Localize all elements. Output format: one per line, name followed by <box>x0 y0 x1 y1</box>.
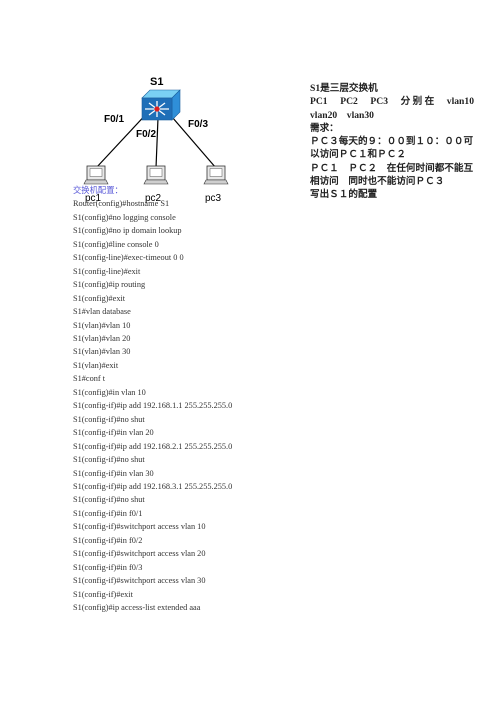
notes-respectively: 分 别 在 <box>400 96 435 108</box>
config-command-line: S1(vlan)#vlan 10 <box>73 320 131 330</box>
port-label-f0-3: F0/3 <box>188 119 208 130</box>
notes-line-7: ＰＣ１ ＰＣ２ 在任何时间都不能互 <box>310 162 474 174</box>
config-command-line: S1(config-if)#switchport access vlan 20 <box>73 549 206 559</box>
config-command-line: S1(config-if)#no shut <box>73 414 145 424</box>
config-command-line: S1(config-line)#exec-timeout 0 0 <box>73 253 184 263</box>
notes-line-2: PC1 PC2 PC3 分 别 在 vlan10 <box>310 95 474 108</box>
notes-line-8: 相访问 同时也不能访问ＰＣ３ <box>310 176 445 188</box>
pc3-label: pc3 <box>205 193 222 204</box>
config-heading: 交换机配置： <box>73 186 123 195</box>
config-command-line: S1#vlan database <box>73 307 131 317</box>
pc2-label: pc2 <box>145 193 162 204</box>
config-command-line: S1(config-if)#switchport access vlan 30 <box>73 576 206 586</box>
notes-line-6: 以访问ＰＣ１和ＰＣ２ <box>310 149 406 161</box>
config-command-line: S1(config)#ip routing <box>73 280 146 290</box>
config-command-line: S1(vlan)#vlan 20 <box>73 333 131 343</box>
config-command-line: S1#conf t <box>73 374 106 384</box>
config-command-line: S1(config-if)#ip add 192.168.3.1 255.255… <box>73 481 233 491</box>
notes-pc2: PC2 <box>340 96 358 108</box>
config-command-line: S1(config-if)#switchport access vlan 10 <box>73 522 206 532</box>
cable-f0-3 <box>165 109 217 169</box>
config-command-line: S1(config-if)#ip add 192.168.1.1 255.255… <box>73 401 233 411</box>
requirements-notes: S1是三层交换机 PC1 PC2 PC3 分 别 在 vlan10 vlan20… <box>310 82 474 202</box>
config-command-line: S1(config-if)#ip add 192.168.2.1 255.255… <box>73 441 233 451</box>
config-command-line: S1(config-if)#exit <box>73 589 133 599</box>
config-command-line: S1(config)#exit <box>73 293 126 303</box>
config-command-line: S1(config-if)#in f0/3 <box>73 562 143 572</box>
config-command-line: S1(config-if)#in vlan 20 <box>73 428 154 438</box>
config-command-line: S1(config)#ip access-list extended aaa <box>73 603 201 613</box>
notes-pc1: PC1 <box>310 96 328 108</box>
config-command-line: Router(config)#hostname S1 <box>73 199 170 209</box>
notes-line-5: ＰＣ３每天的９：００到１０：００可 <box>310 136 474 148</box>
config-command-line: S1(config-if)#in f0/2 <box>73 535 143 545</box>
port-label-f0-1: F0/1 <box>104 114 124 125</box>
notes-line-1: S1是三层交换机 <box>310 83 378 94</box>
config-command-line: S1(vlan)#exit <box>73 360 119 370</box>
pc1-label: pc1 <box>85 193 102 204</box>
notes-line-4: 需求： <box>310 122 339 134</box>
switch-config-listing: 交换机配置： Router(config)#hostname S1 S1(conf… <box>73 184 433 615</box>
pc2-computer-icon <box>143 165 169 185</box>
notes-line-9: 写出Ｓ１的配置 <box>310 189 378 201</box>
pc1-computer-icon <box>83 165 109 185</box>
layer3-switch-icon <box>141 89 181 121</box>
config-command-line: S1(config-line)#exit <box>73 266 141 276</box>
cable-f0-2 <box>155 117 159 169</box>
config-command-line: S1(config)#no ip domain lookup <box>73 226 182 236</box>
config-command-line: S1(config)#line console 0 <box>73 239 159 249</box>
config-command-line: S1(config-if)#in vlan 30 <box>73 468 154 478</box>
notes-vlan10: vlan10 <box>446 96 474 108</box>
config-command-line: S1(config-if)#no shut <box>73 495 145 505</box>
notes-line-3: vlan20 vlan30 <box>310 109 374 121</box>
pc3-computer-icon <box>203 165 229 185</box>
switch-label: S1 <box>150 76 163 88</box>
config-command-line: S1(config)#in vlan 10 <box>73 387 146 397</box>
config-command-line: S1(vlan)#vlan 30 <box>73 347 131 357</box>
notes-pc3: PC3 <box>370 96 388 108</box>
config-command-list: Router(config)#hostname S1 S1(config)#no … <box>73 197 433 614</box>
config-command-line: S1(config)#no logging console <box>73 212 176 222</box>
config-command-line: S1(config-if)#in f0/1 <box>73 508 143 518</box>
config-command-line: S1(config-if)#no shut <box>73 455 145 465</box>
port-label-f0-2: F0/2 <box>136 129 156 140</box>
network-topology-diagram: S1 F0/1 F0/2 F0/3 pc1 pc2 pc3 <box>83 76 229 204</box>
cable-f0-1 <box>95 109 151 169</box>
